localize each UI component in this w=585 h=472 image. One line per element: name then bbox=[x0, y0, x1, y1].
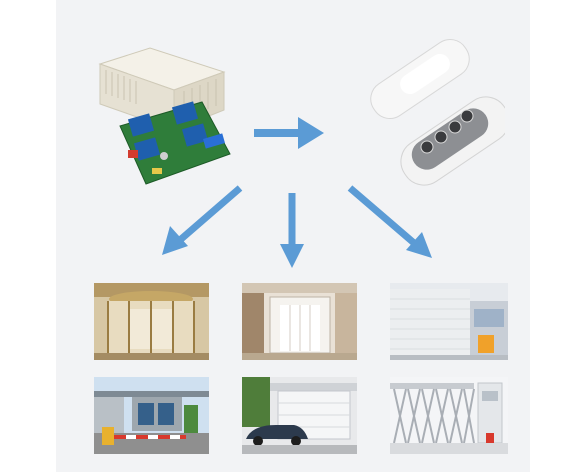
garage-door-image bbox=[242, 377, 357, 454]
relay-receiver-image bbox=[92, 44, 242, 194]
sliding-door-image bbox=[242, 283, 357, 360]
parking-barrier-image bbox=[94, 377, 209, 454]
remote-control-image bbox=[355, 20, 505, 190]
roller-shutter-image bbox=[390, 283, 508, 360]
revolving-door-image bbox=[94, 283, 209, 360]
retractable-gate-image bbox=[390, 377, 508, 454]
